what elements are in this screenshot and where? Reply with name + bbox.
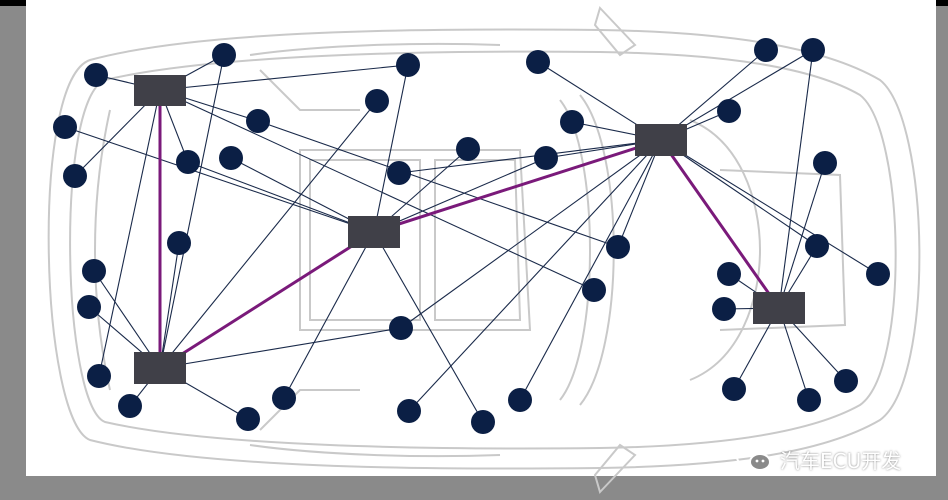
- network-node: [236, 407, 260, 431]
- car-outline: [47, 6, 921, 494]
- network-node: [387, 161, 411, 185]
- ecu-box: [635, 124, 687, 156]
- network-node: [272, 386, 296, 410]
- network-node: [582, 278, 606, 302]
- network-node: [560, 110, 584, 134]
- network-node: [397, 399, 421, 423]
- network-node: [118, 394, 142, 418]
- network-node: [167, 231, 191, 255]
- wechat-icon: [736, 447, 771, 471]
- network-node: [456, 137, 480, 161]
- network-node: [77, 295, 101, 319]
- network-node: [722, 377, 746, 401]
- network-node: [526, 50, 550, 74]
- network-node: [63, 164, 87, 188]
- watermark: 汽车ECU开发: [734, 445, 901, 473]
- network-node: [246, 109, 270, 133]
- network-node: [534, 146, 558, 170]
- ecu-box: [753, 292, 805, 324]
- backbone-links: [158, 90, 781, 370]
- network-node: [754, 38, 778, 62]
- network-node: [717, 99, 741, 123]
- network-node: [84, 63, 108, 87]
- network-node: [606, 235, 630, 259]
- network-node: [834, 369, 858, 393]
- network-node: [712, 297, 736, 321]
- ecu-boxes: [134, 75, 805, 384]
- network-node: [53, 115, 77, 139]
- network-node: [813, 151, 837, 175]
- network-node: [212, 43, 236, 67]
- network-node: [805, 234, 829, 258]
- network-node: [389, 316, 413, 340]
- watermark-text: 汽车ECU开发: [780, 448, 902, 473]
- network-node: [866, 262, 890, 286]
- network-node: [717, 262, 741, 286]
- network-node: [219, 146, 243, 170]
- ecu-box: [134, 75, 186, 106]
- network-node: [797, 388, 821, 412]
- network-node: [82, 259, 106, 283]
- network-node: [396, 53, 420, 77]
- network-node: [471, 410, 495, 434]
- network-node: [365, 89, 389, 113]
- ecu-box: [134, 352, 186, 384]
- network-node: [508, 388, 532, 412]
- ecu-box: [348, 216, 400, 248]
- network-node: [87, 364, 111, 388]
- network-node: [176, 150, 200, 174]
- network-node: [801, 38, 825, 62]
- network-nodes: [53, 38, 890, 434]
